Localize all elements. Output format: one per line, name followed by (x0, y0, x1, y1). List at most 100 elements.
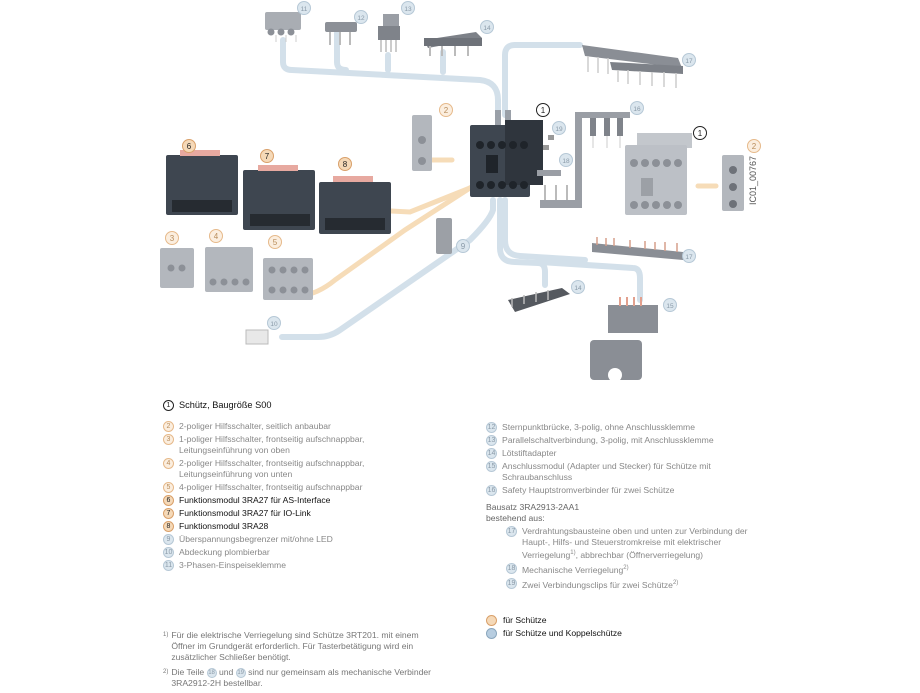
legend-item-1: 1 Schütz, Baugröße S00 (163, 400, 393, 411)
callout-label-6: 6 (187, 142, 192, 151)
part-11-terminal (265, 12, 301, 42)
part-18-mech-interlock (537, 170, 561, 176)
kit-title-line1: Bausatz 3RA2913-2AA1 (486, 502, 580, 512)
legend-text-3: 1-poliger Hilfsschalter, frontseitig auf… (179, 434, 365, 455)
callout-label-4: 4 (214, 232, 219, 241)
footnote-ref: 2) (623, 564, 629, 571)
callout-circle-14 (480, 20, 494, 34)
image-code: IC01_00767 (748, 156, 758, 205)
callout-circle-12 (354, 10, 368, 24)
callout-circle-16 (630, 101, 644, 115)
callout-number-5: 5 (163, 482, 174, 493)
callout-circle-14 (571, 280, 585, 294)
callout-label-3: 3 (170, 234, 175, 243)
callout-circle-3 (165, 231, 179, 245)
callout-label-2: 2 (444, 106, 449, 115)
callout-circle-11 (297, 1, 311, 15)
callout-label-1: 1 (698, 129, 703, 138)
part-3-aux-front-1pole (160, 248, 194, 288)
footnote-2-ref-b: 19 (235, 667, 246, 678)
callout-label-14: 14 (483, 25, 491, 32)
legend-text-18: Mechanische Verriegelung (522, 564, 624, 575)
callout-label-13: 13 (404, 6, 412, 13)
legend-text-1: Schütz, Baugröße S00 (179, 400, 272, 410)
legend-text-8: Funktionsmodul 3RA28 (179, 521, 269, 531)
callout-number-17: 17 (506, 526, 517, 537)
legend-text-11: 3-Phasen-Einspeiseklemme (179, 560, 286, 570)
blue-connector-lines (279, 30, 643, 340)
legend-text-9: Überspannungsbegrenzer mit/ohne LED (179, 534, 333, 544)
part-9-surge-suppressor (436, 218, 452, 254)
footnotes: 1) Für die elektrische Verriegelung sind… (163, 630, 443, 693)
callout-circle-19 (552, 121, 566, 135)
callout-label-17: 17 (685, 58, 693, 65)
legend-text-2: 2-poliger Hilfsschalter, seitlich anbaub… (179, 421, 331, 431)
callout-number-2: 2 (163, 421, 174, 432)
footnote-1-text: Für die elektrische Verriegelung sind Sc… (171, 630, 419, 662)
callout-label-2: 2 (752, 142, 757, 151)
footnote-2: 2) Die Teile 18 und 19 sind nur gemeinsa… (163, 667, 443, 689)
callout-number-14: 14 (486, 448, 497, 459)
callout-number-4: 4 (163, 458, 174, 469)
part-17-wiring-module-bottom (592, 237, 683, 260)
callout-label-7: 7 (265, 152, 270, 161)
callout-circle-17 (682, 249, 696, 263)
callout-number-8: 8 (163, 521, 174, 532)
legend-text-14: Lötstiftadapter (502, 448, 557, 458)
color-key-item: für Schütze und Koppelschütze (486, 627, 756, 639)
legend-left: 1 Schütz, Baugröße S00 2 2-poliger Hilfssch… (163, 400, 393, 573)
part-12-star-bridge (325, 22, 357, 45)
legend-text-15: Anschlussmodul (Adapter und Stecker) für… (502, 461, 711, 482)
callout-number-1: 1 (163, 400, 174, 411)
callout-circle-10 (267, 316, 281, 330)
legend-text-after: , abbrechbar (Öffnerverriegelung) (575, 549, 703, 560)
callout-circle-2 (439, 103, 453, 117)
part-19-clips (543, 135, 554, 150)
callout-number-9: 9 (163, 534, 174, 545)
legend-text-13: Parallelschaltverbindung, 3-polig, mit A… (502, 435, 714, 445)
footnote-1-mark: 1) (163, 632, 169, 638)
color-key-label: für Schütze und Koppelschütze (503, 627, 622, 638)
callout-number-19: 19 (506, 577, 517, 589)
part-2-aux-switch-left (412, 115, 432, 171)
color-key-label: für Schütze (503, 614, 547, 625)
callout-label-9: 9 (461, 242, 466, 251)
callout-number-6: 6 (163, 495, 174, 506)
footnote-2-mid: und (218, 667, 234, 677)
callout-circle-6 (182, 139, 196, 153)
callout-label-14: 14 (574, 285, 582, 292)
callout-label-8: 8 (343, 160, 348, 169)
part-6-function-module-asi (166, 150, 238, 215)
callout-number-7: 7 (163, 508, 174, 519)
callout-circle-2 (747, 139, 761, 153)
callout-label-10: 10 (270, 321, 278, 328)
color-key-item: für Schütze (486, 614, 756, 626)
footnote-ref: 1) (570, 550, 576, 556)
callout-number-10: 10 (163, 547, 174, 558)
kit-title-line2: bestehend aus: (486, 513, 545, 523)
part-14-solder-adapter-top (424, 32, 482, 56)
color-swatch (486, 627, 497, 639)
callout-circle-1 (536, 103, 550, 117)
footnote-1: 1) Für die elektrische Verriegelung sind… (163, 630, 443, 663)
part-4-aux-front-2pole (205, 247, 253, 292)
callout-circle-15 (663, 298, 677, 312)
callout-circle-17 (682, 53, 696, 67)
callout-label-19: 19 (555, 126, 563, 133)
callout-label-5: 5 (273, 238, 278, 247)
footnote-2-post: sind nur gemeinsam als mechanische Verbi… (171, 667, 432, 688)
callout-number-16: 16 (486, 485, 497, 496)
part-13-parallel-link (378, 14, 400, 52)
